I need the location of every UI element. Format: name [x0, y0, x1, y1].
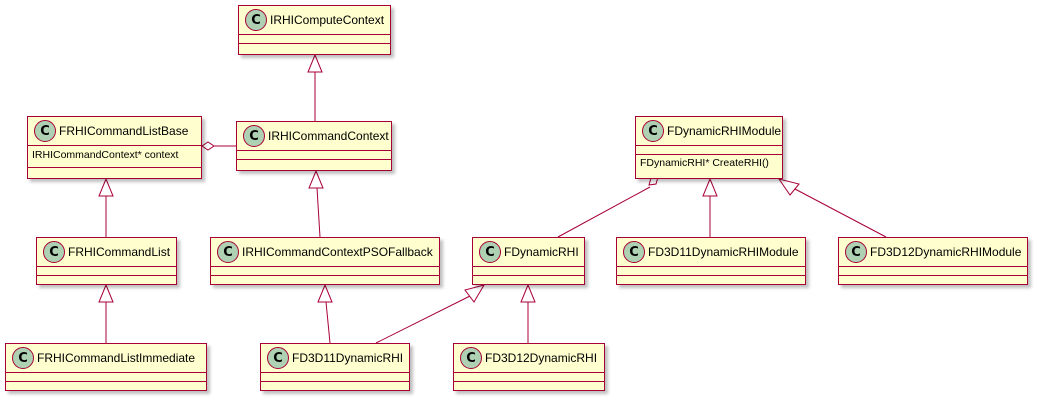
method-separator: [237, 159, 391, 160]
method-separator: [239, 43, 390, 44]
class-name: FDynamicRHI: [504, 245, 579, 259]
class-name: FRHICommandListBase: [59, 124, 189, 138]
class-header: C FDynamicRHIModule: [636, 117, 782, 145]
method-separator: [617, 275, 805, 276]
class-name: FD3D11DynamicRHIModule: [648, 245, 799, 259]
method-separator: [211, 275, 439, 276]
class-c-icon: C: [243, 125, 265, 147]
class-name: FD3D11DynamicRHI: [292, 351, 404, 365]
class-header: C IRHICommandContext: [237, 122, 391, 150]
attribute-separator: [239, 34, 390, 35]
attribute-separator: [6, 372, 206, 373]
class-method: FDynamicRHI* CreateRHI(): [640, 157, 769, 169]
class-frhi-command-list-immediate: C FRHICommandListImmediate: [5, 343, 207, 391]
class-name: FD3D12DynamicRHIModule: [870, 245, 1022, 259]
class-c-icon: C: [43, 241, 65, 263]
method-separator: [473, 275, 584, 276]
attribute-separator: [839, 266, 1027, 267]
attribute-separator: [237, 150, 391, 151]
class-name: IRHICommandContext: [268, 129, 389, 143]
class-name: FDynamicRHIModule: [667, 124, 782, 138]
class-header: C FRHICommandListBase: [28, 117, 201, 145]
inheritance-arrow-dynamic-rhi-a: [464, 284, 486, 303]
class-c-icon: C: [34, 120, 56, 142]
class-c-icon: C: [623, 241, 645, 263]
method-separator: [454, 381, 604, 382]
method-separator: [261, 381, 409, 382]
class-header: C FD3D12DynamicRHIModule: [839, 238, 1027, 266]
class-fd3d11-dynamic-rhi-module: C FD3D11DynamicRHIModule: [616, 237, 806, 285]
class-field: IRHICommandContext* context: [32, 149, 179, 161]
class-fd3d12-dynamic-rhi-module: C FD3D12DynamicRHIModule: [838, 237, 1028, 285]
method-separator: [37, 275, 176, 276]
class-c-icon: C: [12, 347, 34, 369]
class-header: C FRHICommandListImmediate: [6, 344, 206, 372]
inheritance-arrow-compute-context: [307, 53, 323, 73]
class-fd3d11-dynamic-rhi: C FD3D11DynamicRHI: [260, 343, 410, 391]
edge-d3d11-rhi-to-pso-fallback: [325, 301, 331, 344]
class-c-icon: C: [642, 120, 664, 142]
class-irhi-command-context: C IRHICommandContext: [236, 121, 392, 171]
attribute-separator: [617, 266, 805, 267]
attribute-separator: [454, 372, 604, 373]
class-name: FD3D12DynamicRHI: [485, 351, 598, 365]
edge-d3d12-module-to-rhi-module: [794, 188, 887, 238]
class-header: C FD3D12DynamicRHI: [454, 344, 604, 372]
class-fdynamic-rhi: C FDynamicRHI: [472, 237, 585, 285]
class-c-icon: C: [267, 347, 289, 369]
class-name: IRHIComputeContext: [270, 13, 385, 27]
class-header: C FDynamicRHI: [473, 238, 584, 266]
inheritance-arrow-command-context: [308, 169, 324, 189]
inheritance-arrow-rhi-module-b: [777, 178, 800, 196]
method-separator: [28, 167, 201, 168]
class-fd3d12-dynamic-rhi: C FD3D12DynamicRHI: [453, 343, 605, 391]
class-name: FRHICommandListImmediate: [37, 351, 196, 365]
inheritance-arrow-rhi-module-a: [702, 177, 718, 197]
class-header: C FD3D11DynamicRHIModule: [617, 238, 805, 266]
class-name: FRHICommandList: [68, 245, 171, 259]
class-frhi-command-list-base: C FRHICommandListBase IRHICommandContext…: [27, 116, 202, 179]
class-name: IRHICommandContextPSOFallback: [242, 245, 433, 259]
class-c-icon: C: [217, 241, 239, 263]
edge-d3d11-rhi-to-dynamic-rhi: [375, 295, 471, 344]
class-header: C FD3D11DynamicRHI: [261, 344, 409, 372]
method-separator: [636, 154, 782, 155]
attribute-separator: [28, 145, 201, 146]
inheritance-arrow-command-list: [98, 283, 114, 303]
class-c-icon: C: [460, 347, 482, 369]
class-c-icon: C: [479, 241, 501, 263]
aggregation-diamond-list-base: [201, 141, 215, 151]
class-irhi-command-context-pso-fallback: C IRHICommandContextPSOFallback: [210, 237, 440, 285]
class-fdynamic-rhi-module: C FDynamicRHIModule FDynamicRHI* CreateR…: [635, 116, 783, 179]
attribute-separator: [211, 266, 439, 267]
method-separator: [6, 381, 206, 382]
class-c-icon: C: [845, 241, 867, 263]
inheritance-arrow-dynamic-rhi-b: [520, 283, 536, 303]
edge-pso-fallback-to-command-context: [316, 187, 321, 238]
edge-rhi-module-to-dynamic-rhi: [557, 186, 651, 238]
inheritance-arrow-list-base: [98, 177, 114, 197]
class-frhi-command-list: C FRHICommandList: [36, 237, 177, 285]
class-header: C FRHICommandList: [37, 238, 176, 266]
attribute-separator: [636, 145, 782, 146]
inheritance-arrow-pso-fallback: [317, 283, 333, 303]
method-separator: [839, 275, 1027, 276]
attribute-separator: [473, 266, 584, 267]
class-c-icon: C: [245, 9, 267, 31]
class-header: C IRHICommandContextPSOFallback: [211, 238, 439, 266]
class-irhi-compute-context: C IRHIComputeContext: [238, 5, 391, 55]
attribute-separator: [261, 372, 409, 373]
attribute-separator: [37, 266, 176, 267]
class-header: C IRHIComputeContext: [239, 6, 390, 34]
